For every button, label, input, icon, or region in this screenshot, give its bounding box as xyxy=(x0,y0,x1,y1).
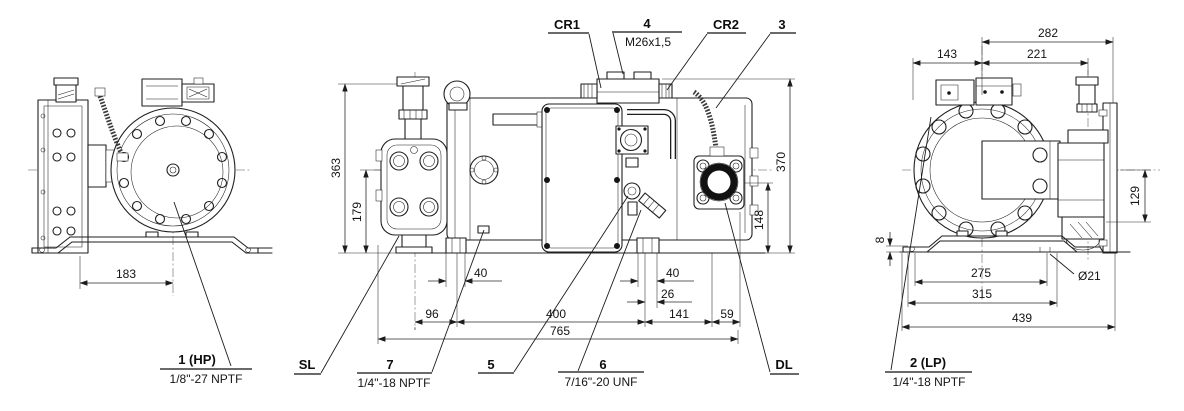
dim-221-text: 221 xyxy=(1027,47,1047,61)
oil-sight-glass xyxy=(615,125,649,155)
dim-282-text: 282 xyxy=(1038,26,1058,40)
dim-765-text: 765 xyxy=(550,324,570,338)
mounting-foot xyxy=(31,231,273,254)
callout-3-label: 3 xyxy=(778,17,785,32)
callout-5-label: 5 xyxy=(487,357,494,372)
oil-pump-plug xyxy=(53,77,79,103)
callout-6-thread: 7/16"-20 UNF xyxy=(565,375,638,389)
cap-m26 xyxy=(606,71,625,80)
feet xyxy=(414,225,766,254)
dim-143-text: 143 xyxy=(937,47,957,61)
terminal-box-end xyxy=(935,77,1022,106)
callout-cr1: CR1 xyxy=(548,17,602,89)
dim-363: 363 xyxy=(329,83,415,254)
dim-370: 370 xyxy=(662,78,795,254)
plug-7 xyxy=(477,225,490,234)
coupling-housing xyxy=(87,144,107,188)
callout-6: 6 7/16"-20 UNF xyxy=(558,209,644,389)
dim-183: 183 xyxy=(79,256,174,289)
dim-179: 179 xyxy=(350,169,381,254)
discharge-flange xyxy=(693,155,745,210)
dim-40b-text: 40 xyxy=(666,266,680,280)
dim-179-text: 179 xyxy=(350,202,364,222)
callout-5: 5 xyxy=(478,195,629,374)
side-stub xyxy=(492,113,542,126)
suction-service-valve xyxy=(375,76,448,254)
callout-dl-label: DL xyxy=(775,357,792,372)
mounting-foot-end xyxy=(899,230,1131,253)
dim-275-text: 275 xyxy=(971,266,991,280)
dim-370-text: 370 xyxy=(774,152,788,172)
callout-cr1-label: CR1 xyxy=(554,17,580,32)
flange-bolts xyxy=(118,115,228,225)
callout-2-lp-label: 2 (LP) xyxy=(910,355,946,370)
callout-4: 4 M26x1,5 xyxy=(612,16,682,75)
callout-2-lp: 2 (LP) 1/4"-18 NPTF xyxy=(885,116,972,389)
callout-cr2: CR2 xyxy=(666,17,746,91)
middle-view: 363 179 370 148 xyxy=(294,16,799,390)
dim-129-text: 129 xyxy=(1128,186,1142,206)
braided-hose-2 xyxy=(692,89,719,149)
cr-pipe xyxy=(627,109,676,159)
dim-148-text: 148 xyxy=(752,210,766,230)
terminal-box xyxy=(541,103,623,253)
callout-4-label: 4 xyxy=(643,16,651,31)
crankcase-flange xyxy=(469,155,499,185)
solenoid-valve xyxy=(141,77,215,107)
dim-hole-text: Ø21 xyxy=(1078,269,1101,283)
cr-manifold xyxy=(580,71,673,104)
hp-end-plate xyxy=(37,99,89,254)
dim-363-text: 363 xyxy=(329,158,343,178)
dim-8: 8 xyxy=(873,232,908,266)
dim-315-text: 315 xyxy=(972,287,992,301)
dim-129: 129 xyxy=(1106,169,1151,223)
callout-7-label: 7 xyxy=(386,357,393,372)
lifting-eye xyxy=(443,80,471,111)
callout-4-thread: M26x1,5 xyxy=(625,35,671,49)
callout-2-lp-thread: 1/4"-18 NPTF xyxy=(893,375,966,389)
callout-7-thread: 1/4"-18 NPTF xyxy=(358,376,431,390)
dims-bottom: 40 40 26 96 400 141 59 765 xyxy=(377,212,741,344)
dim-8-text: 8 xyxy=(873,236,887,243)
center-block xyxy=(981,140,1061,200)
callout-3: 3 xyxy=(715,17,796,109)
dim-96-text: 96 xyxy=(425,307,439,321)
housing-circle xyxy=(110,107,236,233)
left-view: 183 1 (HP) 1/8"-27 NPTF xyxy=(28,77,273,386)
callout-6-label: 6 xyxy=(599,357,606,372)
dim-183-text: 183 xyxy=(116,267,136,281)
callout-cr2-label: CR2 xyxy=(713,17,739,32)
dims-top-right: 282 143 221 xyxy=(912,26,1114,103)
callout-sl-label: SL xyxy=(299,357,316,372)
dim-40a-text: 40 xyxy=(474,266,488,280)
dim-141-text: 141 xyxy=(669,307,689,321)
callout-1-hp-label: 1 (HP) xyxy=(178,352,216,367)
dim-439-text: 439 xyxy=(1012,311,1032,325)
dim-148: 148 xyxy=(744,182,773,254)
callout-sl: SL xyxy=(294,235,400,375)
oil-fittings xyxy=(623,157,667,219)
callout-dl: DL xyxy=(724,202,799,375)
right-view: 282 143 221 129 8 275 xyxy=(873,26,1160,389)
callout-1-hp: 1 (HP) 1/8"-27 NPTF xyxy=(160,352,252,386)
callout-1-hp-thread: 1/8"-27 NPTF xyxy=(170,372,243,386)
dim-400-text: 400 xyxy=(546,307,566,321)
callout-7: 7 1/4"-18 NPTF xyxy=(357,229,485,390)
lp-service-valve xyxy=(1057,76,1118,254)
dim-26-text: 26 xyxy=(661,287,675,301)
dim-59-text: 59 xyxy=(720,307,734,321)
dims-bottom-right: 275 315 439 Ø21 xyxy=(901,253,1116,331)
